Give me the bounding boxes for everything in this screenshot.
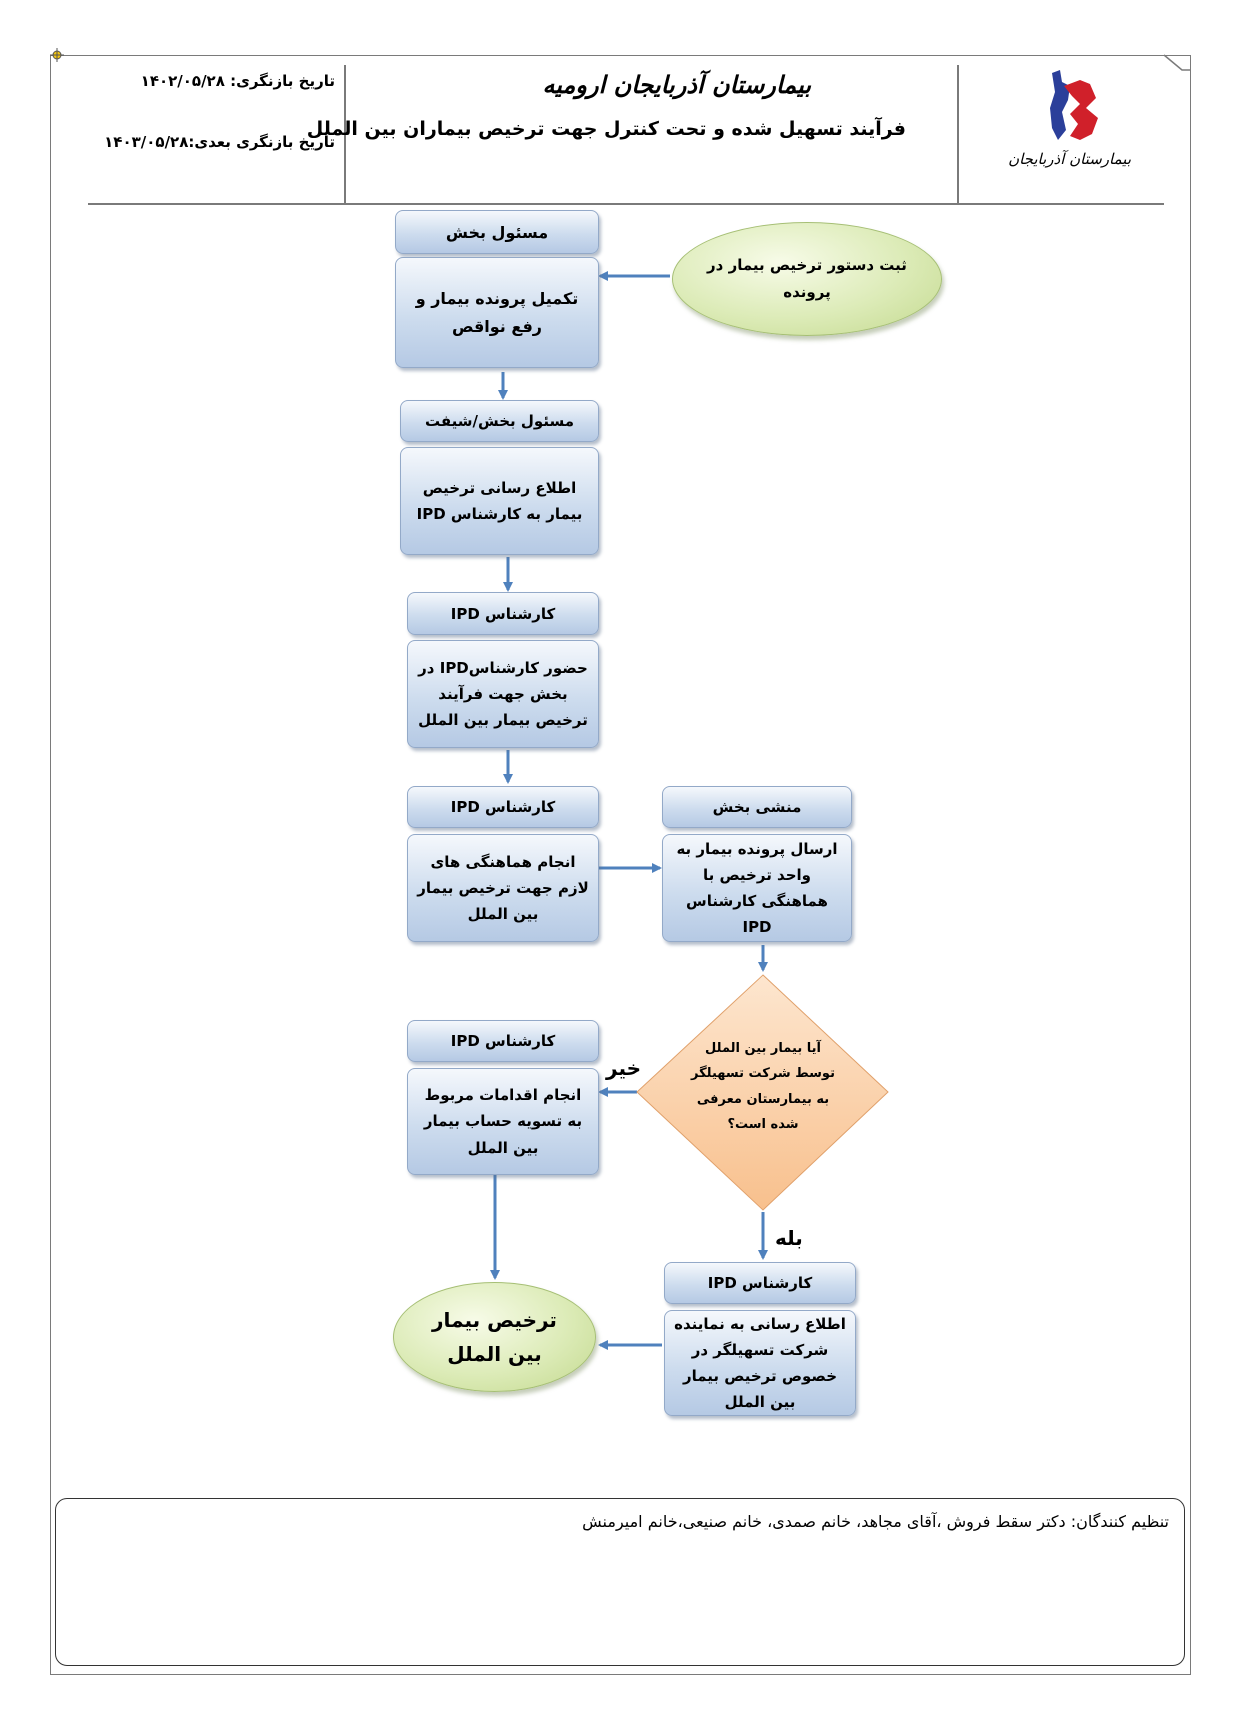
step4-box: کارشناس IPD انجام هماهنگی های لازم جهت ت… — [407, 786, 599, 942]
yes-label: بله — [775, 1226, 803, 1250]
hospital-name: بیمارستان آذربایجان ارومیه — [542, 70, 811, 99]
step2-box: مسئول بخش/شیفت اطلاع رسانی ترخیص بیمار ب… — [400, 400, 599, 555]
header-divider — [88, 203, 1164, 205]
step5-role: منشی بخش — [662, 786, 852, 828]
step3-role: کارشناس IPD — [407, 592, 599, 635]
step-yes-action: اطلاع رسانی به نماینده شرکت تسهیلگر در خ… — [664, 1310, 856, 1416]
step3-action: حضور کارشناسIPD در بخش جهت فرآیند ترخیص … — [407, 640, 599, 748]
step1-box: مسئول بخش تکمیل پرونده بیمار و رفع نواقص — [395, 210, 599, 368]
prepared-by: تنظیم کنندگان: دکتر سقط فروش ،آقای مجاهد… — [582, 1512, 1169, 1531]
end-oval: ترخیص بیمار بین الملل — [393, 1282, 596, 1392]
decision-line2: توسط شرکت تسهیلگر — [691, 1066, 835, 1082]
step4-action: انجام هماهنگی های لازم جهت ترخیص بیمار ب… — [407, 834, 599, 942]
no-label: خیر — [606, 1056, 642, 1080]
footer-box — [55, 1498, 1185, 1666]
start-oval: ثبت دستور ترخیص بیمار در پرونده — [672, 222, 942, 336]
step4-role: کارشناس IPD — [407, 786, 599, 828]
header-separator-left — [344, 65, 346, 204]
flow-connectors — [490, 271, 889, 1350]
decision-question: آیا بیمار بین الملل توسط شرکت تسهیلگر به… — [660, 1036, 866, 1137]
process-title: فرآیند تسهیل شده و تحت کنترل جهت ترخیص ب… — [306, 118, 906, 140]
step-yes-box: کارشناس IPD اطلاع رسانی به نماینده شرکت … — [664, 1262, 856, 1416]
step2-role: مسئول بخش/شیفت — [400, 400, 599, 442]
decision-diamond — [636, 974, 889, 1211]
page-frame — [50, 55, 1191, 1675]
step1-action: تکمیل پرونده بیمار و رفع نواقص — [395, 257, 599, 368]
next-review-date: تاریخ بازنگری بعدی:۱۴۰۳/۰۵/۲۸ — [104, 133, 335, 151]
step5-box: منشی بخش ارسال پرونده بیمار به واحد ترخی… — [662, 786, 852, 942]
step-no-role: کارشناس IPD — [407, 1020, 599, 1062]
step-no-action: انجام اقدامات مربوط به تسویه حساب بیمار … — [407, 1068, 599, 1175]
step3-box: کارشناس IPD حضور کارشناسIPD در بخش جهت ف… — [407, 592, 599, 748]
decision-line3: به بیمارستان معرفی — [696, 1091, 830, 1107]
folded-corner-icon — [1163, 54, 1191, 71]
step-yes-role: کارشناس IPD — [664, 1262, 856, 1304]
step-no-box: کارشناس IPD انجام اقدامات مربوط به تسویه… — [407, 1020, 599, 1175]
step1-role: مسئول بخش — [395, 210, 599, 254]
header-separator-right — [957, 65, 959, 204]
logo-text: بیمارستان آذربایجان — [1008, 150, 1131, 168]
decision-line4: شده است؟ — [727, 1117, 799, 1133]
step5-action: ارسال پرونده بیمار به واحد ترخیص با هماه… — [662, 834, 852, 942]
hospital-logo-icon — [1050, 70, 1098, 140]
review-date: تاریخ بازنگری: ۱۴۰۲/۰۵/۲۸ — [140, 72, 335, 90]
decision-line1: آیا بیمار بین الملل — [705, 1041, 821, 1056]
corner-mark-icon — [50, 48, 64, 62]
step2-action: اطلاع رسانی ترخیص بیمار به کارشناس IPD — [400, 447, 599, 555]
